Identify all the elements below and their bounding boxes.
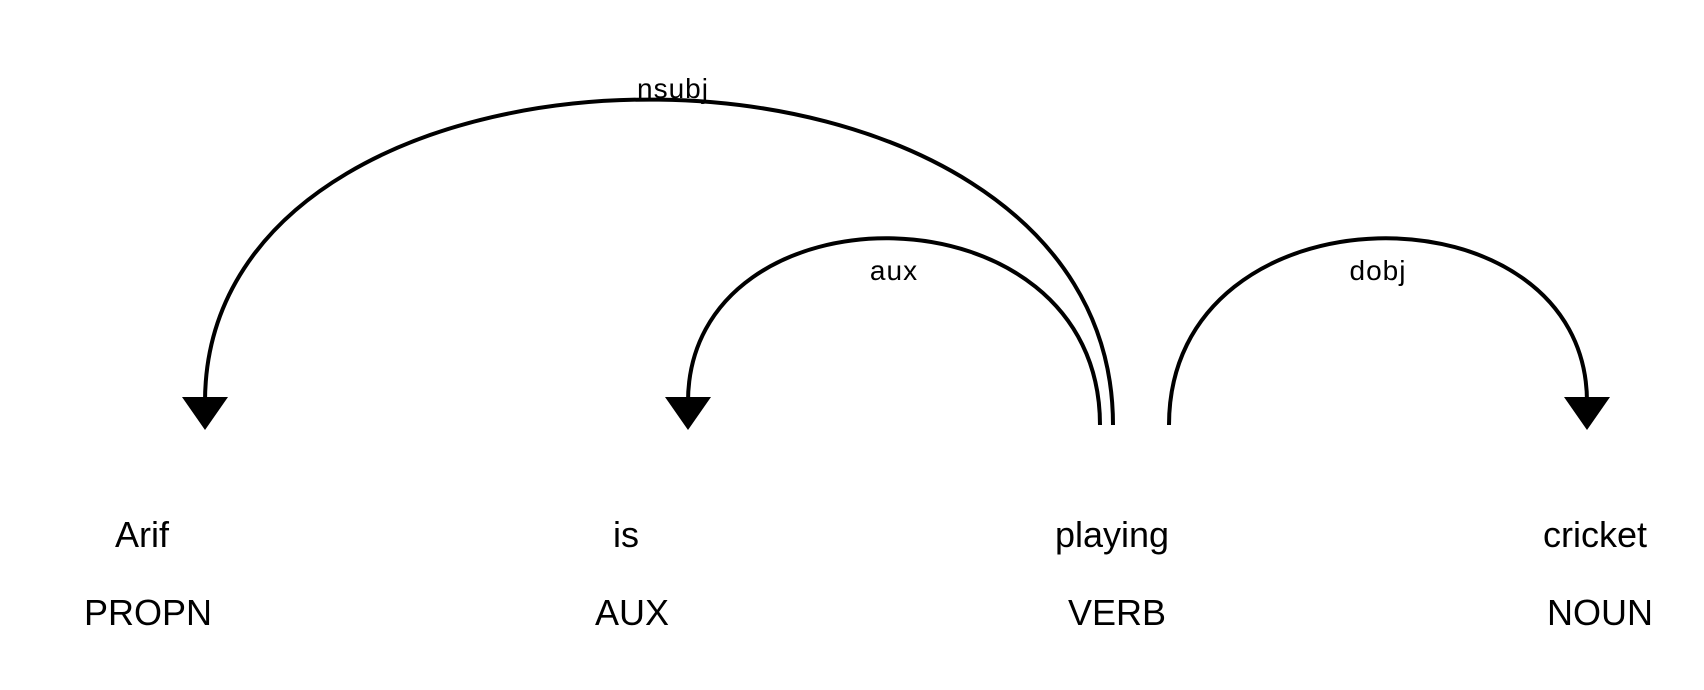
arc-dobj-label: dobj bbox=[1350, 255, 1407, 286]
arc-nsubj-path bbox=[203, 97, 1115, 426]
token-tag: AUX bbox=[595, 592, 669, 633]
token-2: playing VERB bbox=[1055, 514, 1169, 633]
arc-aux: aux bbox=[665, 236, 1102, 430]
arc-aux-path bbox=[686, 236, 1102, 426]
arc-nsubj-label: nsubj bbox=[637, 73, 709, 104]
arc-dobj-path bbox=[1167, 236, 1589, 426]
arc-nsubj-arrowhead bbox=[182, 397, 228, 430]
token-word: is bbox=[613, 514, 639, 555]
token-word: cricket bbox=[1543, 514, 1647, 555]
token-3: cricket NOUN bbox=[1543, 514, 1653, 633]
token-1: is AUX bbox=[595, 514, 669, 633]
token-word: Arif bbox=[115, 514, 170, 555]
arc-dobj-arrowhead bbox=[1564, 397, 1610, 430]
token-tag: PROPN bbox=[84, 592, 212, 633]
token-word: playing bbox=[1055, 514, 1169, 555]
token-tag: NOUN bbox=[1547, 592, 1653, 633]
token-tag: VERB bbox=[1068, 592, 1166, 633]
arc-aux-arrowhead bbox=[665, 397, 711, 430]
token-0: Arif PROPN bbox=[84, 514, 212, 633]
arc-nsubj: nsubj bbox=[182, 73, 1115, 430]
arc-dobj: dobj bbox=[1167, 236, 1610, 430]
arc-aux-label: aux bbox=[870, 255, 918, 286]
